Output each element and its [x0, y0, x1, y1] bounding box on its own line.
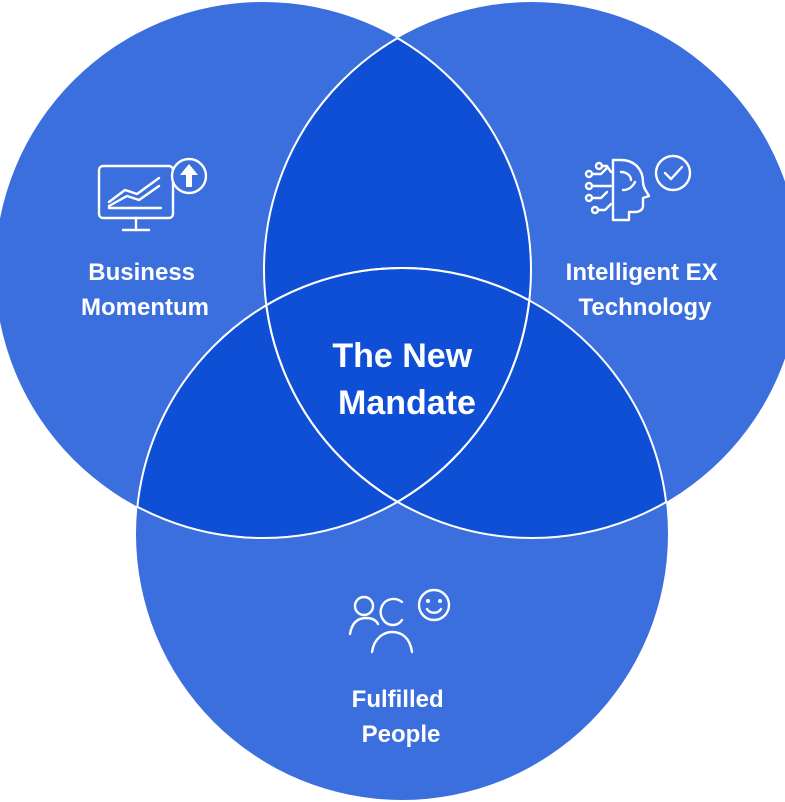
- business-momentum-label: Business Momentum: [81, 259, 209, 321]
- ai-brain-check-icon: [584, 154, 692, 222]
- people-label-line2: People: [362, 721, 441, 748]
- center-mandate-label: The New Mandate: [332, 337, 481, 422]
- center-label-line1: The New: [332, 337, 472, 375]
- business-label-line1: Business: [88, 259, 195, 286]
- fulfilled-people-label: Fulfilled People: [352, 686, 451, 748]
- business-label-line2: Momentum: [81, 294, 209, 321]
- technology-label-line1: Intelligent EX: [566, 259, 718, 286]
- people-label-line1: Fulfilled: [352, 686, 444, 713]
- people-smile-icon: [348, 588, 451, 654]
- monitor-growth-icon: [97, 157, 208, 232]
- center-label-line2: Mandate: [338, 384, 476, 422]
- intelligent-ex-technology-label: Intelligent EX Technology: [566, 259, 725, 321]
- technology-label-line2: Technology: [579, 294, 713, 321]
